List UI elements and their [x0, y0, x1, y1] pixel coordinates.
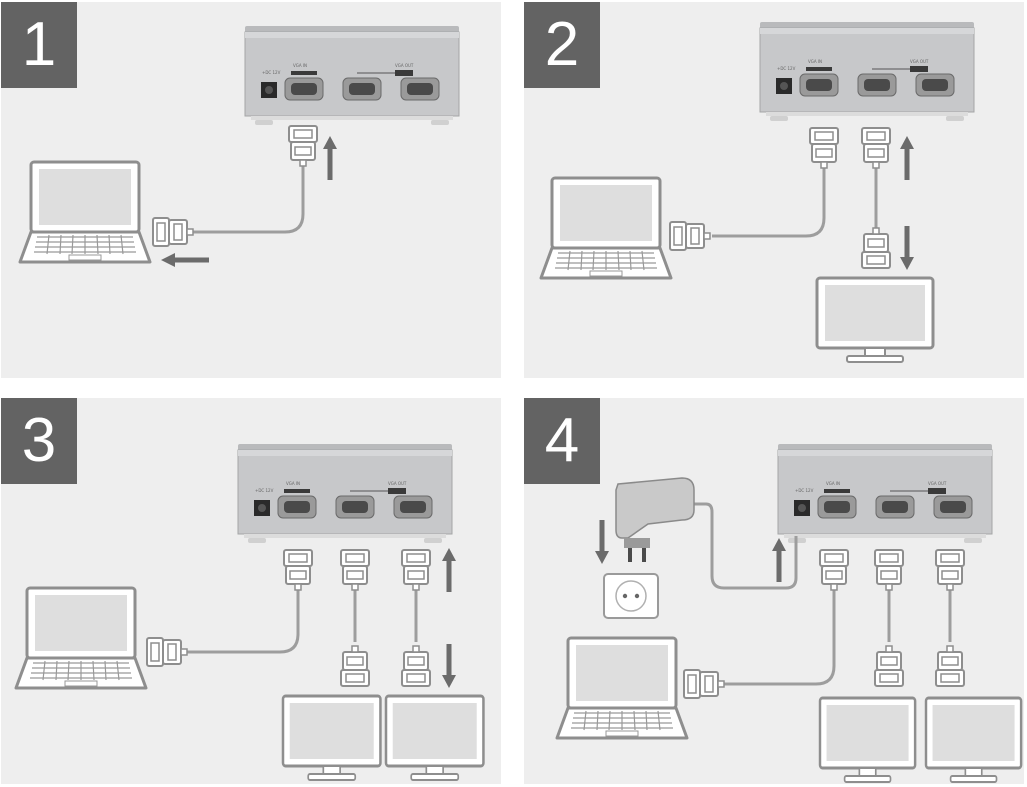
arrow-icon [442, 548, 456, 592]
arrow-icon [772, 538, 786, 582]
wall-socket-icon [603, 573, 659, 619]
vga-splitter-icon [237, 443, 453, 544]
step-number-badge: 1 [1, 2, 77, 88]
laptop-icon [555, 636, 689, 740]
vga-connector-icon [861, 127, 891, 169]
vga-connector-icon [146, 637, 188, 667]
arrow-icon [442, 644, 456, 688]
output-port-label: VGA OUT [910, 59, 929, 64]
arrow-icon [900, 136, 914, 180]
vga-connector-icon [874, 645, 904, 687]
vga-connector-icon [874, 549, 904, 591]
vga-connector-icon [935, 645, 965, 687]
vga-connector-icon [401, 549, 431, 591]
vga-connector-icon [401, 645, 431, 687]
step-number-badge: 4 [524, 398, 600, 484]
arrow-icon [900, 226, 914, 270]
power-label: +DC 12V [795, 488, 814, 493]
laptop-icon [539, 176, 673, 280]
vga-connector-icon [683, 669, 725, 699]
step-number-badge: 2 [524, 2, 600, 88]
vga-connector-icon [340, 549, 370, 591]
output-port-label: VGA OUT [388, 481, 407, 486]
vga-splitter-icon [777, 443, 993, 544]
step-3-panel: 3 +DC 12V VGA IN VGA OUT [1, 398, 501, 784]
vga-connector-icon [288, 125, 318, 167]
output-port-label: VGA OUT [928, 481, 947, 486]
vga-cable [187, 584, 300, 654]
vga-connector-icon [935, 549, 965, 591]
vga-cable [724, 588, 836, 686]
step-1-illustration: +DC 12V VGA IN VGA OUT [18, 25, 460, 267]
power-cable [692, 502, 798, 590]
vga-connector-icon [861, 227, 891, 269]
power-adapter-icon [615, 477, 695, 562]
vga-connector-icon [340, 645, 370, 687]
monitor-icon [924, 696, 1023, 784]
step-1-panel: 1 +DC 12V VGA IN VGA OUT [1, 2, 501, 378]
input-port-label: VGA IN [826, 481, 840, 486]
step-4-illustration: +DC 12V VGA IN VGA OUT [555, 443, 1023, 784]
monitor-icon [815, 276, 935, 364]
power-label: +DC 12V [262, 70, 281, 75]
vga-splitter-icon [759, 21, 975, 122]
vga-cable [712, 162, 826, 238]
power-label: +DC 12V [777, 66, 796, 71]
monitor-icon [281, 694, 382, 782]
power-label: +DC 12V [255, 488, 274, 493]
vga-connector-icon [669, 221, 711, 251]
input-port-label: VGA IN [293, 63, 307, 68]
vga-connector-icon [152, 217, 194, 247]
input-port-label: VGA IN [286, 481, 300, 486]
step-2-illustration: +DC 12V VGA IN VGA OUT [539, 21, 975, 364]
laptop-icon [14, 586, 148, 690]
monitor-icon [818, 696, 917, 784]
arrow-icon [161, 253, 209, 267]
output-port-label: VGA OUT [395, 63, 414, 68]
monitor-icon [384, 694, 485, 782]
vga-splitter-icon [244, 25, 460, 126]
step-3-illustration: +DC 12V VGA IN VGA OUT [14, 443, 485, 782]
vga-connector-icon [283, 549, 313, 591]
vga-connector-icon [819, 549, 849, 591]
laptop-icon [18, 160, 152, 264]
arrow-icon [595, 520, 609, 564]
step-2-panel: 2 +DC 12V VGA IN VGA OUT [524, 2, 1024, 378]
input-port-label: VGA IN [808, 59, 822, 64]
arrow-icon [323, 136, 337, 180]
vga-connector-icon [809, 127, 839, 169]
step-number-badge: 3 [1, 398, 77, 484]
vga-cable [191, 160, 305, 234]
